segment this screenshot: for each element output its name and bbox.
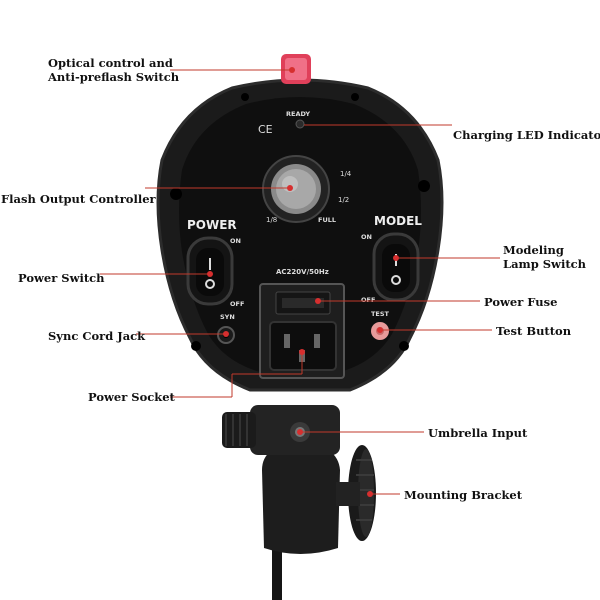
ready-led (295, 119, 305, 129)
callout-umbrella-input: Umbrella Input (428, 426, 528, 440)
dot-sync (223, 331, 229, 337)
leader-lines (100, 69, 500, 495)
ce-mark: CE (258, 123, 273, 136)
dot-modeling (393, 255, 399, 261)
quarter-label: 1/4 (340, 170, 352, 178)
eighth-label: 1/8 (266, 216, 277, 224)
dot-flash-output (287, 185, 293, 191)
model-label: MODEL (374, 214, 422, 228)
dot-optical (289, 67, 295, 73)
callout-optical-line2: Anti-preflash Switch (48, 70, 180, 84)
model-on-label: ON (361, 233, 372, 241)
callout-charging-led: Charging LED Indicator (453, 128, 600, 142)
dot-mounting (367, 491, 373, 497)
model-off-label: OFF (361, 296, 375, 304)
callout-power-fuse: Power Fuse (484, 295, 558, 309)
power-socket-shape (259, 283, 345, 379)
callout-mounting-bracket: Mounting Bracket (404, 488, 523, 502)
callout-power-socket: Power Socket (88, 390, 175, 404)
callout-optical-control: Optical control and Anti-preflash Switch (48, 56, 179, 84)
power-label: POWER (187, 218, 237, 232)
half-label: 1/2 (338, 196, 349, 204)
dot-socket (299, 349, 305, 355)
dot-power-switch (207, 271, 213, 277)
callout-flash-output: Flash Output Controller (1, 192, 156, 206)
callout-optical-line1: Optical control and (48, 56, 173, 70)
optical-control-cap (281, 54, 311, 84)
power-on-label: ON (230, 237, 241, 245)
model-rocker (372, 232, 420, 302)
callout-power-switch: Power Switch (18, 271, 105, 285)
mounting-knob (348, 445, 376, 541)
ready-label: READY (286, 110, 310, 118)
callout-modeling-line2: Lamp Switch (503, 257, 586, 271)
tension-knob-left (225, 414, 248, 446)
dot-umbrella (297, 429, 303, 435)
callout-sync-cord: Sync Cord Jack (48, 329, 146, 343)
full-label: FULL (318, 216, 336, 224)
dot-test (377, 327, 383, 333)
callout-modeling-lamp: Modeling Lamp Switch (503, 243, 586, 271)
callout-modeling-line1: Modeling (503, 243, 564, 257)
voltage-label: AC220V/50Hz (276, 268, 329, 276)
test-label: TEST (371, 310, 390, 318)
callout-test-button: Test Button (496, 324, 572, 338)
output-knob (262, 155, 330, 223)
leader-dots (207, 67, 399, 497)
power-off-label: OFF (230, 300, 244, 308)
mounting-stand (222, 405, 376, 600)
dot-power-fuse (315, 298, 321, 304)
syn-label: SYN (220, 313, 235, 321)
